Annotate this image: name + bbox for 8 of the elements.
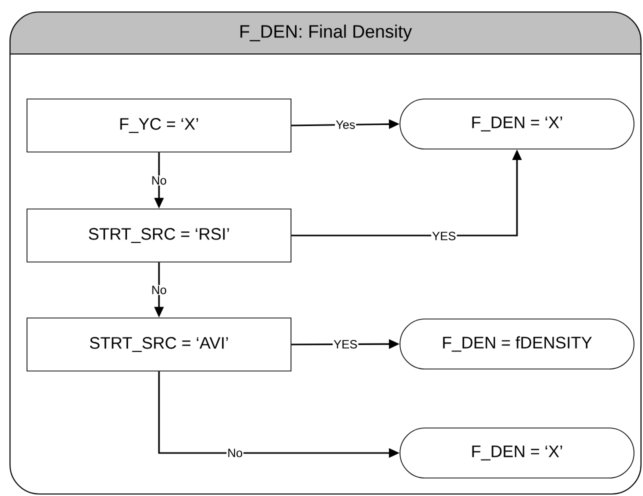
- process-box: F_YC = ‘X’: [26, 98, 292, 152]
- edge-label: No: [226, 448, 244, 458]
- edge-label: YES: [431, 230, 457, 242]
- edge-label: No: [150, 285, 168, 295]
- process-box: STRT_SRC = ‘RSI’: [26, 208, 292, 262]
- edge-label: No: [150, 176, 168, 186]
- process-box: STRT_SRC = ‘AVI’: [26, 318, 292, 372]
- edge-label: YES: [332, 339, 358, 350]
